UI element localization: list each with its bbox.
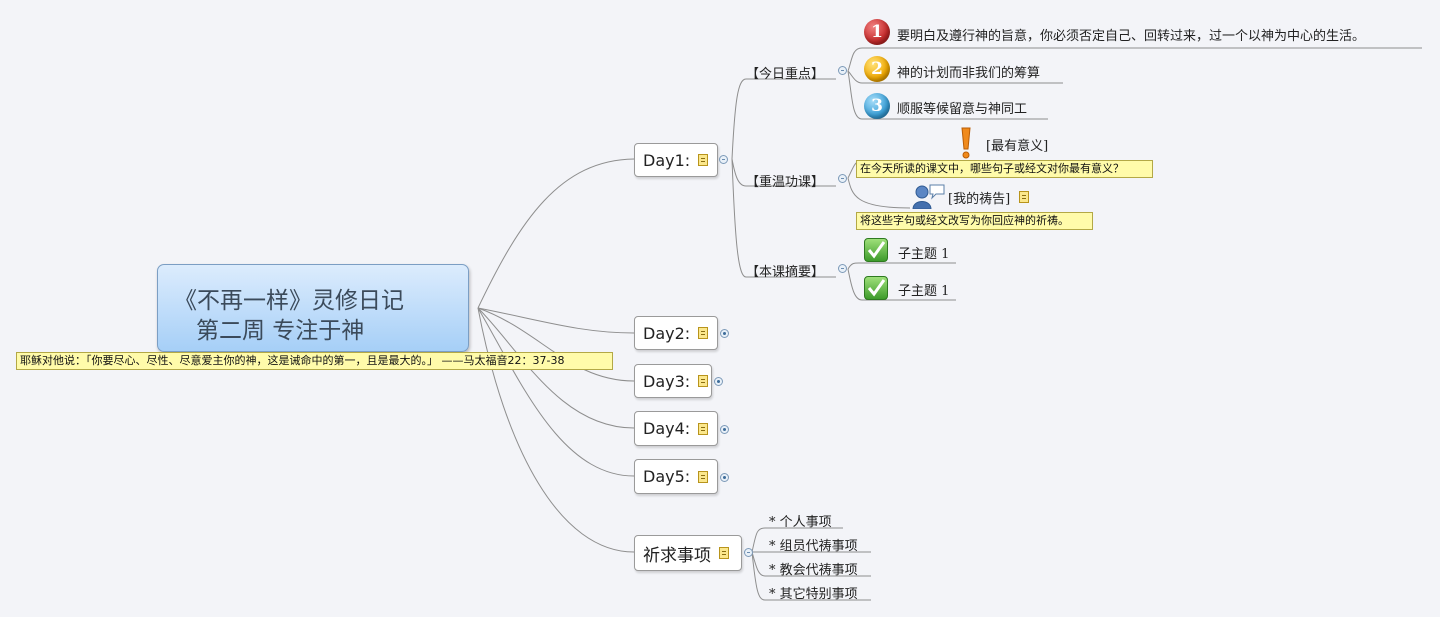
subtopic-summary[interactable]: 【本课摘要】 [746, 265, 825, 280]
link-central-day1 [477, 158, 635, 309]
expand-toggle-day2[interactable] [720, 329, 729, 338]
priority-2-icon: 2 [864, 56, 890, 82]
focus-item[interactable]: 要明白及遵行神的旨意，你必须否定自己、回转过来，过一个以神为中心的生活。 [897, 29, 1366, 44]
collapse-toggle-day1[interactable] [719, 155, 728, 164]
summary-item[interactable]: 子主题 1 [898, 247, 950, 262]
collapse-toggle-prayer-items[interactable] [744, 548, 753, 557]
subtopic-review[interactable]: 【重温功课】 [746, 175, 825, 190]
review-meaningful-callout: 在今天所读的课文中，哪些句子或经文对你最有意义？ [856, 160, 1153, 178]
topic-day2-label: Day2: [643, 323, 691, 343]
topic-day3-label: Day3: [643, 371, 691, 391]
central-topic[interactable]: 《不再一样》灵修日记 第二周 专注于神 [157, 264, 469, 352]
topic-day2[interactable]: Day2: [634, 316, 718, 350]
check-icon [864, 238, 888, 262]
topic-prayer-items[interactable]: 祈求事项 [634, 535, 742, 571]
prayer-person-icon [912, 184, 945, 209]
priority-3-icon: 3 [864, 93, 890, 119]
central-callout: 耶稣对他说：「你要尽心、尽性、尽意爱主你的神，这是诫命中的第一，且是最大的。」 … [16, 352, 613, 370]
link-central-day5 [477, 307, 635, 477]
link-central-day2 [477, 307, 635, 334]
expand-toggle-day3[interactable] [714, 377, 723, 386]
topic-day1[interactable]: Day1: [634, 143, 718, 177]
note-icon[interactable] [719, 547, 729, 559]
prayer-item[interactable]: * 个人事项 [769, 515, 832, 530]
note-icon[interactable] [698, 422, 709, 435]
topic-day4[interactable]: Day4: [634, 411, 718, 446]
topic-day3[interactable]: Day3: [634, 364, 712, 398]
prayer-item[interactable]: * 教会代祷事项 [769, 563, 858, 578]
priority-1-icon: 1 [864, 19, 890, 45]
link-day1-focus [731, 78, 747, 160]
focus-item[interactable]: 神的计划而非我们的筹算 [897, 66, 1041, 81]
review-prayer-callout: 将这些字句或经文改写为你回应神的祈祷。 [856, 212, 1093, 230]
note-icon[interactable] [1019, 191, 1030, 203]
central-title-line2: 第二周 专注于神 [196, 318, 365, 344]
topic-day1-label: Day1: [643, 150, 691, 170]
central-title-line1: 《不再一样》灵修日记 [174, 288, 404, 314]
subtopic-focus[interactable]: 【今日重点】 [746, 67, 825, 82]
summary-item[interactable]: 子主题 1 [898, 284, 950, 299]
prayer-item[interactable]: * 其它特别事项 [769, 587, 858, 602]
collapse-toggle-focus[interactable] [838, 66, 847, 75]
link-central-day3 [477, 307, 635, 382]
prayer-item[interactable]: * 组员代祷事项 [769, 539, 858, 554]
focus-item[interactable]: 顺服等候留意与神同工 [897, 102, 1028, 117]
collapse-toggle-summary[interactable] [838, 264, 847, 273]
note-icon[interactable] [698, 154, 709, 166]
topic-day5[interactable]: Day5: [634, 459, 718, 494]
topic-day5-label: Day5: [643, 467, 691, 486]
expand-toggle-day5[interactable] [720, 473, 729, 482]
note-icon[interactable] [698, 375, 709, 387]
link-central-prayer [477, 307, 635, 553]
topic-day4-label: Day4: [643, 419, 691, 438]
collapse-toggle-review[interactable] [838, 174, 847, 183]
link-day1-review [731, 158, 747, 187]
expand-toggle-day4[interactable] [720, 425, 729, 434]
check-icon [864, 276, 888, 300]
link-day1-summary [731, 158, 747, 278]
link-central-day4 [477, 307, 635, 429]
review-meaningful-label[interactable]: [最有意义] [986, 139, 1049, 154]
review-prayer-label[interactable]: [我的祷告] [948, 188, 1030, 207]
topic-prayer-items-label: 祈求事项 [643, 545, 711, 566]
exclamation-icon [961, 127, 971, 159]
note-icon[interactable] [698, 470, 709, 483]
note-icon[interactable] [698, 327, 709, 339]
